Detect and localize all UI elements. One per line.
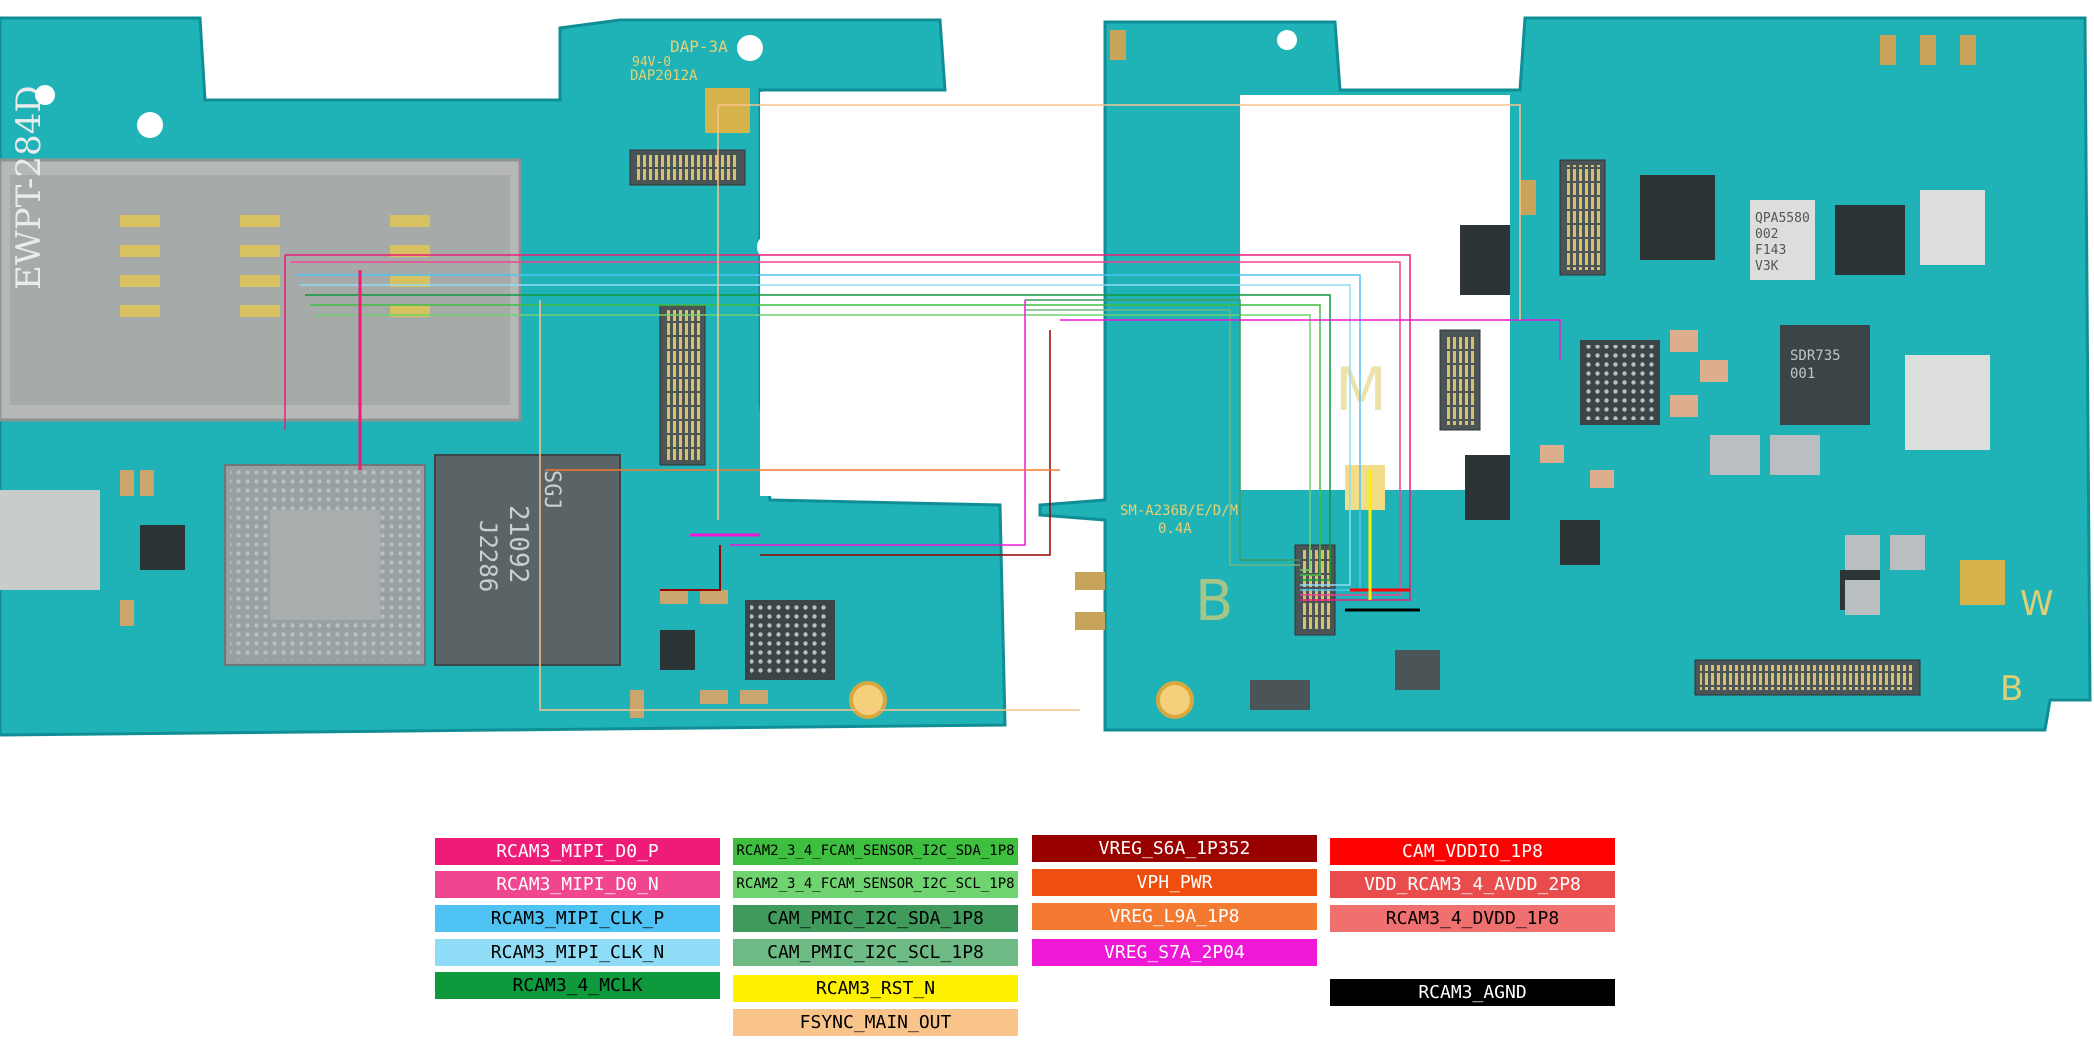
rf-module-text-3: F143: [1755, 243, 1786, 258]
memory-chip-text-2: SGJ: [539, 470, 564, 510]
legend-cam-pmic-i2c-sda: CAM_PMIC_I2C_SDA_1P8: [733, 905, 1018, 932]
legend-vreg-l9a-1p8: VREG_L9A_1P8: [1032, 903, 1317, 930]
model-silkscreen: SM-A236B/E/D/M: [1120, 503, 1238, 519]
legend-vph-pwr: VPH_PWR: [1032, 869, 1317, 896]
transceiver-text-2: 001: [1790, 366, 1815, 382]
silkscreen-letter-m: M: [1335, 355, 1387, 425]
memory-chip: 21092 SGJ J2286: [434, 454, 621, 666]
signal-traces: [284, 104, 1561, 711]
legend-rcam3-mipi-clk-p: RCAM3_MIPI_CLK_P: [435, 905, 720, 932]
silkscreen-letter-b-right: B: [2000, 669, 2023, 709]
legend-fsync-main-out: FSYNC_MAIN_OUT: [733, 1009, 1018, 1036]
legend-rcam3-mipi-d0-p: RCAM3_MIPI_D0_P: [435, 838, 720, 865]
legend-fcam-sensor-i2c-scl: RCAM2_3_4_FCAM_SENSOR_I2C_SCL_1P8: [733, 871, 1018, 898]
legend-vreg-s6a-1p352: VREG_S6A_1P352: [1032, 835, 1317, 862]
right-chip-1: [1640, 175, 1715, 260]
legend-rcam3-mipi-d0-n: RCAM3_MIPI_D0_N: [435, 871, 720, 898]
left-top-silkscreen-2: 94V-0: [632, 55, 671, 70]
legend-vreg-s7a-2p04: VREG_S7A_2P04: [1032, 939, 1317, 966]
legend-rcam3-mipi-clk-n: RCAM3_MIPI_CLK_N: [435, 939, 720, 966]
legend-fcam-sensor-i2c-sda: RCAM2_3_4_FCAM_SENSOR_I2C_SDA_1P8: [733, 838, 1018, 865]
legend-rcam3-4-dvdd-1p8: RCAM3_4_DVDD_1P8: [1330, 905, 1615, 932]
silkscreen-letter-w: W: [2020, 584, 2054, 624]
legend-vdd-rcam3-4-avdd-2p8: VDD_RCAM3_4_AVDD_2P8: [1330, 871, 1615, 898]
transceiver-text-1: SDR735: [1790, 348, 1841, 364]
rf-module: [1750, 200, 1815, 280]
sim-reader-silkscreen: EWPT-284D: [9, 85, 49, 290]
right-mount-hole: [1156, 681, 1194, 719]
legend-cam-vddio-1p8: CAM_VDDIO_1P8: [1330, 838, 1615, 865]
left-top-silkscreen-1: DAP-3A: [670, 37, 728, 56]
rf-module-text-4: V3K: [1755, 259, 1779, 274]
processor-bga: [224, 464, 426, 666]
rf-module-text-1: QPA5580: [1755, 211, 1810, 226]
left-qr-code: [705, 88, 750, 133]
silkscreen-letter-b-left: B: [1195, 569, 1233, 634]
rf-module-text-2: 002: [1755, 227, 1778, 242]
left-cutout: [760, 92, 1040, 496]
sim-card-reader: EWPT-284D: [0, 85, 522, 422]
legend-rcam3-rst-n: RCAM3_RST_N: [733, 975, 1018, 1002]
left-mount-hole: [849, 681, 887, 719]
right-qr-code: [1960, 560, 2005, 605]
memory-chip-text-3: J2286: [474, 520, 502, 592]
pcb-board-diagram: EWPT-284D 21092 SGJ J2286 DAP-3A 94V-0 D…: [0, 16, 2092, 737]
left-top-silkscreen-3: DAP2012A: [630, 68, 698, 84]
transceiver-ic: [1780, 325, 1870, 425]
legend-rcam3-agnd: RCAM3_AGND: [1330, 979, 1615, 1006]
legend-rcam3-4-mclk: RCAM3_4_MCLK: [435, 972, 720, 999]
memory-chip-text-1: 21092: [503, 505, 533, 583]
left-shield-block: [0, 490, 100, 590]
legend-cam-pmic-i2c-scl: CAM_PMIC_I2C_SCL_1P8: [733, 939, 1018, 966]
revision-silkscreen: 0.4A: [1158, 521, 1192, 537]
